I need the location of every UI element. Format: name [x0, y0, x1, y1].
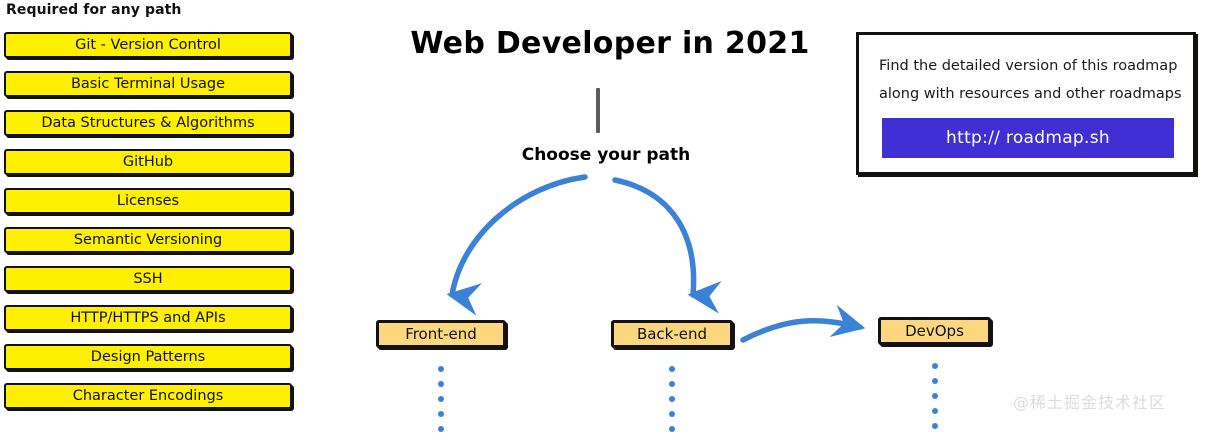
- required-item-label: Basic Terminal Usage: [70, 75, 226, 92]
- path-node-label: Front-end: [405, 325, 477, 343]
- path-node-frontend[interactable]: Front-end: [376, 320, 506, 348]
- required-item-data-structures[interactable]: Data Structures & Algorithms: [4, 110, 292, 136]
- arrow-to-frontend: [446, 174, 588, 316]
- required-item-design-patterns[interactable]: Design Patterns: [4, 344, 292, 370]
- required-item-terminal[interactable]: Basic Terminal Usage: [4, 71, 292, 97]
- required-item-label: Licenses: [116, 192, 180, 209]
- title-stem-line: [596, 88, 600, 133]
- arrow-to-backend: [612, 177, 722, 314]
- required-section-header: Required for any path: [6, 2, 182, 18]
- required-item-label: Git - Version Control: [75, 36, 221, 53]
- required-item-label: Data Structures & Algorithms: [41, 114, 255, 131]
- required-item-ssh[interactable]: SSH: [4, 266, 292, 292]
- required-item-label: Semantic Versioning: [73, 231, 223, 248]
- path-node-devops[interactable]: DevOps: [878, 317, 991, 345]
- roadmap-url-label: http:// roadmap.sh: [946, 128, 1110, 148]
- roadmap-info-line-2: along with resources and other roadmaps: [879, 86, 1182, 102]
- required-item-label: Character Encodings: [72, 387, 224, 404]
- required-item-label: SSH: [133, 270, 163, 287]
- path-node-label: Back-end: [636, 325, 708, 343]
- required-item-label: GitHub: [122, 153, 174, 170]
- roadmap-info-line-1: Find the detailed version of this roadma…: [879, 58, 1178, 74]
- roadmap-url-button[interactable]: http:// roadmap.sh: [882, 118, 1174, 158]
- path-node-label: DevOps: [905, 322, 964, 340]
- arrow-backend-to-devops: [740, 304, 866, 343]
- required-item-git[interactable]: Git - Version Control: [4, 32, 292, 58]
- required-item-label: Design Patterns: [90, 348, 206, 365]
- page-title: Web Developer in 2021: [410, 26, 810, 61]
- required-item-character-encodings[interactable]: Character Encodings: [4, 383, 292, 409]
- choose-your-path-label: Choose your path: [521, 145, 691, 165]
- dotted-connector-backend: [668, 366, 675, 436]
- required-item-licenses[interactable]: Licenses: [4, 188, 292, 214]
- watermark-text: @稀土掘金技术社区: [1013, 393, 1167, 412]
- dotted-connector-devops: [931, 363, 938, 436]
- required-items-list: Git - Version Control Basic Terminal Usa…: [4, 32, 292, 422]
- required-item-http-apis[interactable]: HTTP/HTTPS and APIs: [4, 305, 292, 331]
- roadmap-info-box: Find the detailed version of this roadma…: [856, 32, 1196, 175]
- required-item-label: HTTP/HTTPS and APIs: [70, 309, 226, 326]
- dotted-connector-frontend: [437, 366, 444, 436]
- path-node-backend[interactable]: Back-end: [611, 320, 733, 348]
- required-item-semantic-versioning[interactable]: Semantic Versioning: [4, 227, 292, 253]
- required-item-github[interactable]: GitHub: [4, 149, 292, 175]
